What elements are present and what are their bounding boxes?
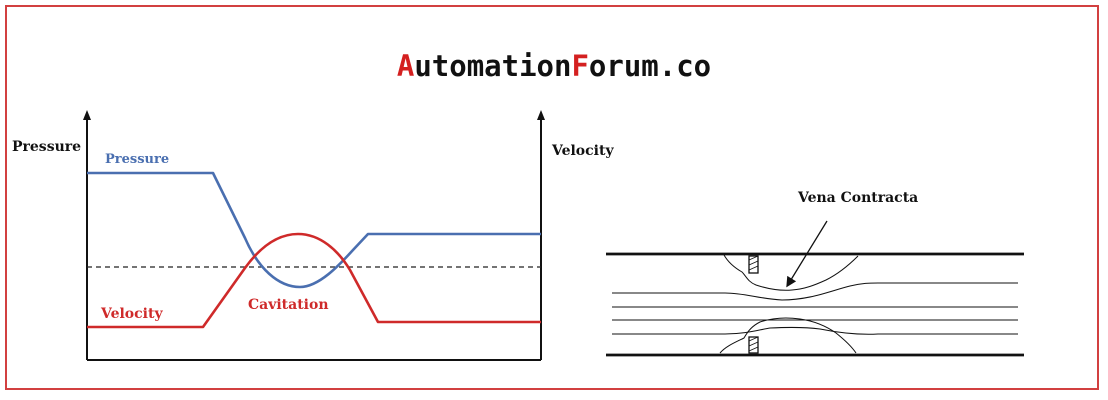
lower-streamline (612, 326, 1018, 335)
pressure-curve-label: Pressure (105, 152, 169, 167)
brand-word-part1: utomation (414, 49, 572, 83)
vena-contracta-arrow (786, 220, 828, 288)
brand-title: AutomationForum.co (0, 46, 1108, 86)
right-y-axis-arrow (537, 110, 545, 120)
pressure-curve (87, 171, 541, 289)
vena-contracta-label: Vena Contracta (797, 190, 918, 206)
cavitation-label: Cavitation (248, 297, 329, 313)
velocity-curve (87, 232, 541, 329)
orifice-plate-top (748, 255, 759, 274)
lower-eddy-contour (719, 317, 857, 354)
brand-word-part2: orum.co (588, 49, 712, 83)
velocity-curve-label: Velocity (100, 306, 163, 322)
y-axis-right-title: Velocity (552, 143, 614, 159)
left-y-axis-arrow (83, 110, 91, 120)
chart-axes (83, 110, 545, 361)
pipe-diagram: Vena Contracta (606, 190, 1024, 357)
y-axis-left-title: Pressure (12, 139, 82, 155)
upper-eddy-contour (723, 254, 859, 291)
brand-letter-a: A (396, 49, 415, 83)
orifice-plate-bottom (748, 336, 759, 354)
upper-streamline (612, 282, 1018, 301)
page-frame (5, 5, 1099, 390)
brand-letter-f: F (571, 49, 589, 83)
